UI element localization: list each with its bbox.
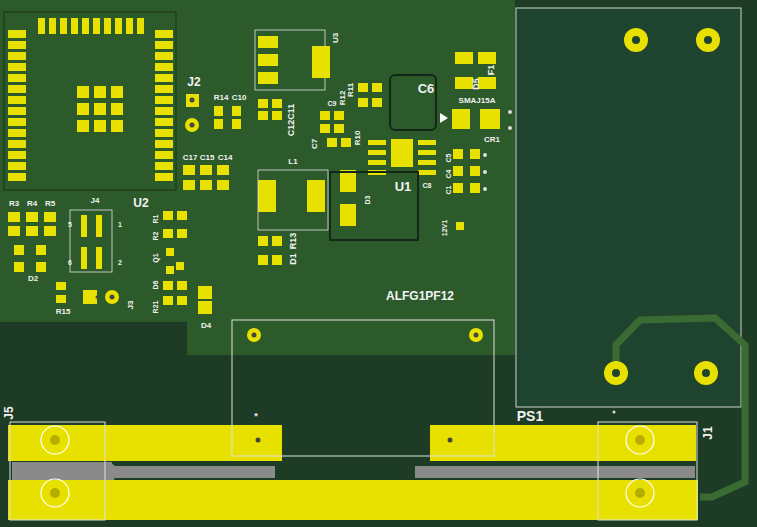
silkscreen-label: C17: [183, 154, 198, 162]
silkscreen-label: 12V1: [441, 220, 448, 236]
silkscreen-label: R10: [354, 131, 362, 146]
silkscreen-label: R2: [152, 232, 159, 241]
silkscreen-label: 5: [68, 221, 72, 228]
silkscreen-label: CR1: [484, 136, 500, 144]
silkscreen-label: C5: [445, 154, 452, 163]
silkscreen-label: C12C11: [287, 104, 296, 137]
silkscreen-label: J2: [187, 76, 200, 88]
silkscreen-label: C4: [445, 170, 452, 179]
silkscreen-label: C7: [311, 139, 319, 149]
silkscreen-label: C1: [445, 186, 452, 195]
silkscreen-label: SMAJ15A: [459, 97, 496, 105]
silkscreen-label: J5: [3, 406, 15, 419]
silkscreen-label: *: [254, 412, 258, 421]
silkscreen-label: R21: [152, 301, 159, 314]
silkscreen-label: D2: [28, 275, 38, 283]
silkscreen-label: J1: [702, 426, 714, 439]
silkscreen-label: 2: [118, 259, 122, 266]
silkscreen-label: R11: [347, 83, 355, 97]
silkscreen-label: C6: [418, 82, 435, 95]
silkscreen-label: D6: [152, 281, 159, 290]
silkscreen-label: F1: [487, 65, 496, 76]
silkscreen-label: 1: [118, 221, 122, 228]
silkscreen-label: C10: [232, 94, 247, 102]
silkscreen-label: D3: [364, 196, 371, 205]
silkscreen-label: C15: [200, 154, 215, 162]
silkscreen-label: L1: [288, 158, 297, 166]
silkscreen-label: R15: [56, 308, 71, 316]
silkscreen-label: U3: [332, 33, 340, 43]
silkscreen-label: U1: [395, 180, 412, 193]
silkscreen-label: D1: [289, 253, 298, 265]
silkscreen-label: PS1: [517, 409, 543, 423]
silkscreen-label: 6: [68, 259, 72, 266]
silkscreen-label: ALFG1PF12: [386, 290, 454, 302]
silkscreen-label: R5: [45, 200, 55, 208]
silkscreen-label: R12: [339, 91, 347, 106]
silkscreen-label: R14: [214, 94, 229, 102]
silkscreen-label: D4: [201, 322, 211, 330]
silkscreen-label: C9: [328, 100, 337, 107]
silkscreen-label: C14: [218, 154, 233, 162]
silkscreen-label: Q1: [152, 253, 159, 262]
silkscreen-label: R4: [27, 200, 37, 208]
silkscreen-label: D5: [472, 78, 481, 90]
silkscreen-label: J4: [91, 197, 100, 205]
silkscreen-label: J3: [127, 301, 135, 310]
silkscreen-label: C8: [423, 182, 432, 189]
silkscreen-label: R3: [9, 200, 19, 208]
silkscreen-label: R13: [289, 233, 298, 250]
silkscreen-label: U2: [133, 197, 148, 209]
silkscreen-label: R1: [152, 215, 159, 224]
